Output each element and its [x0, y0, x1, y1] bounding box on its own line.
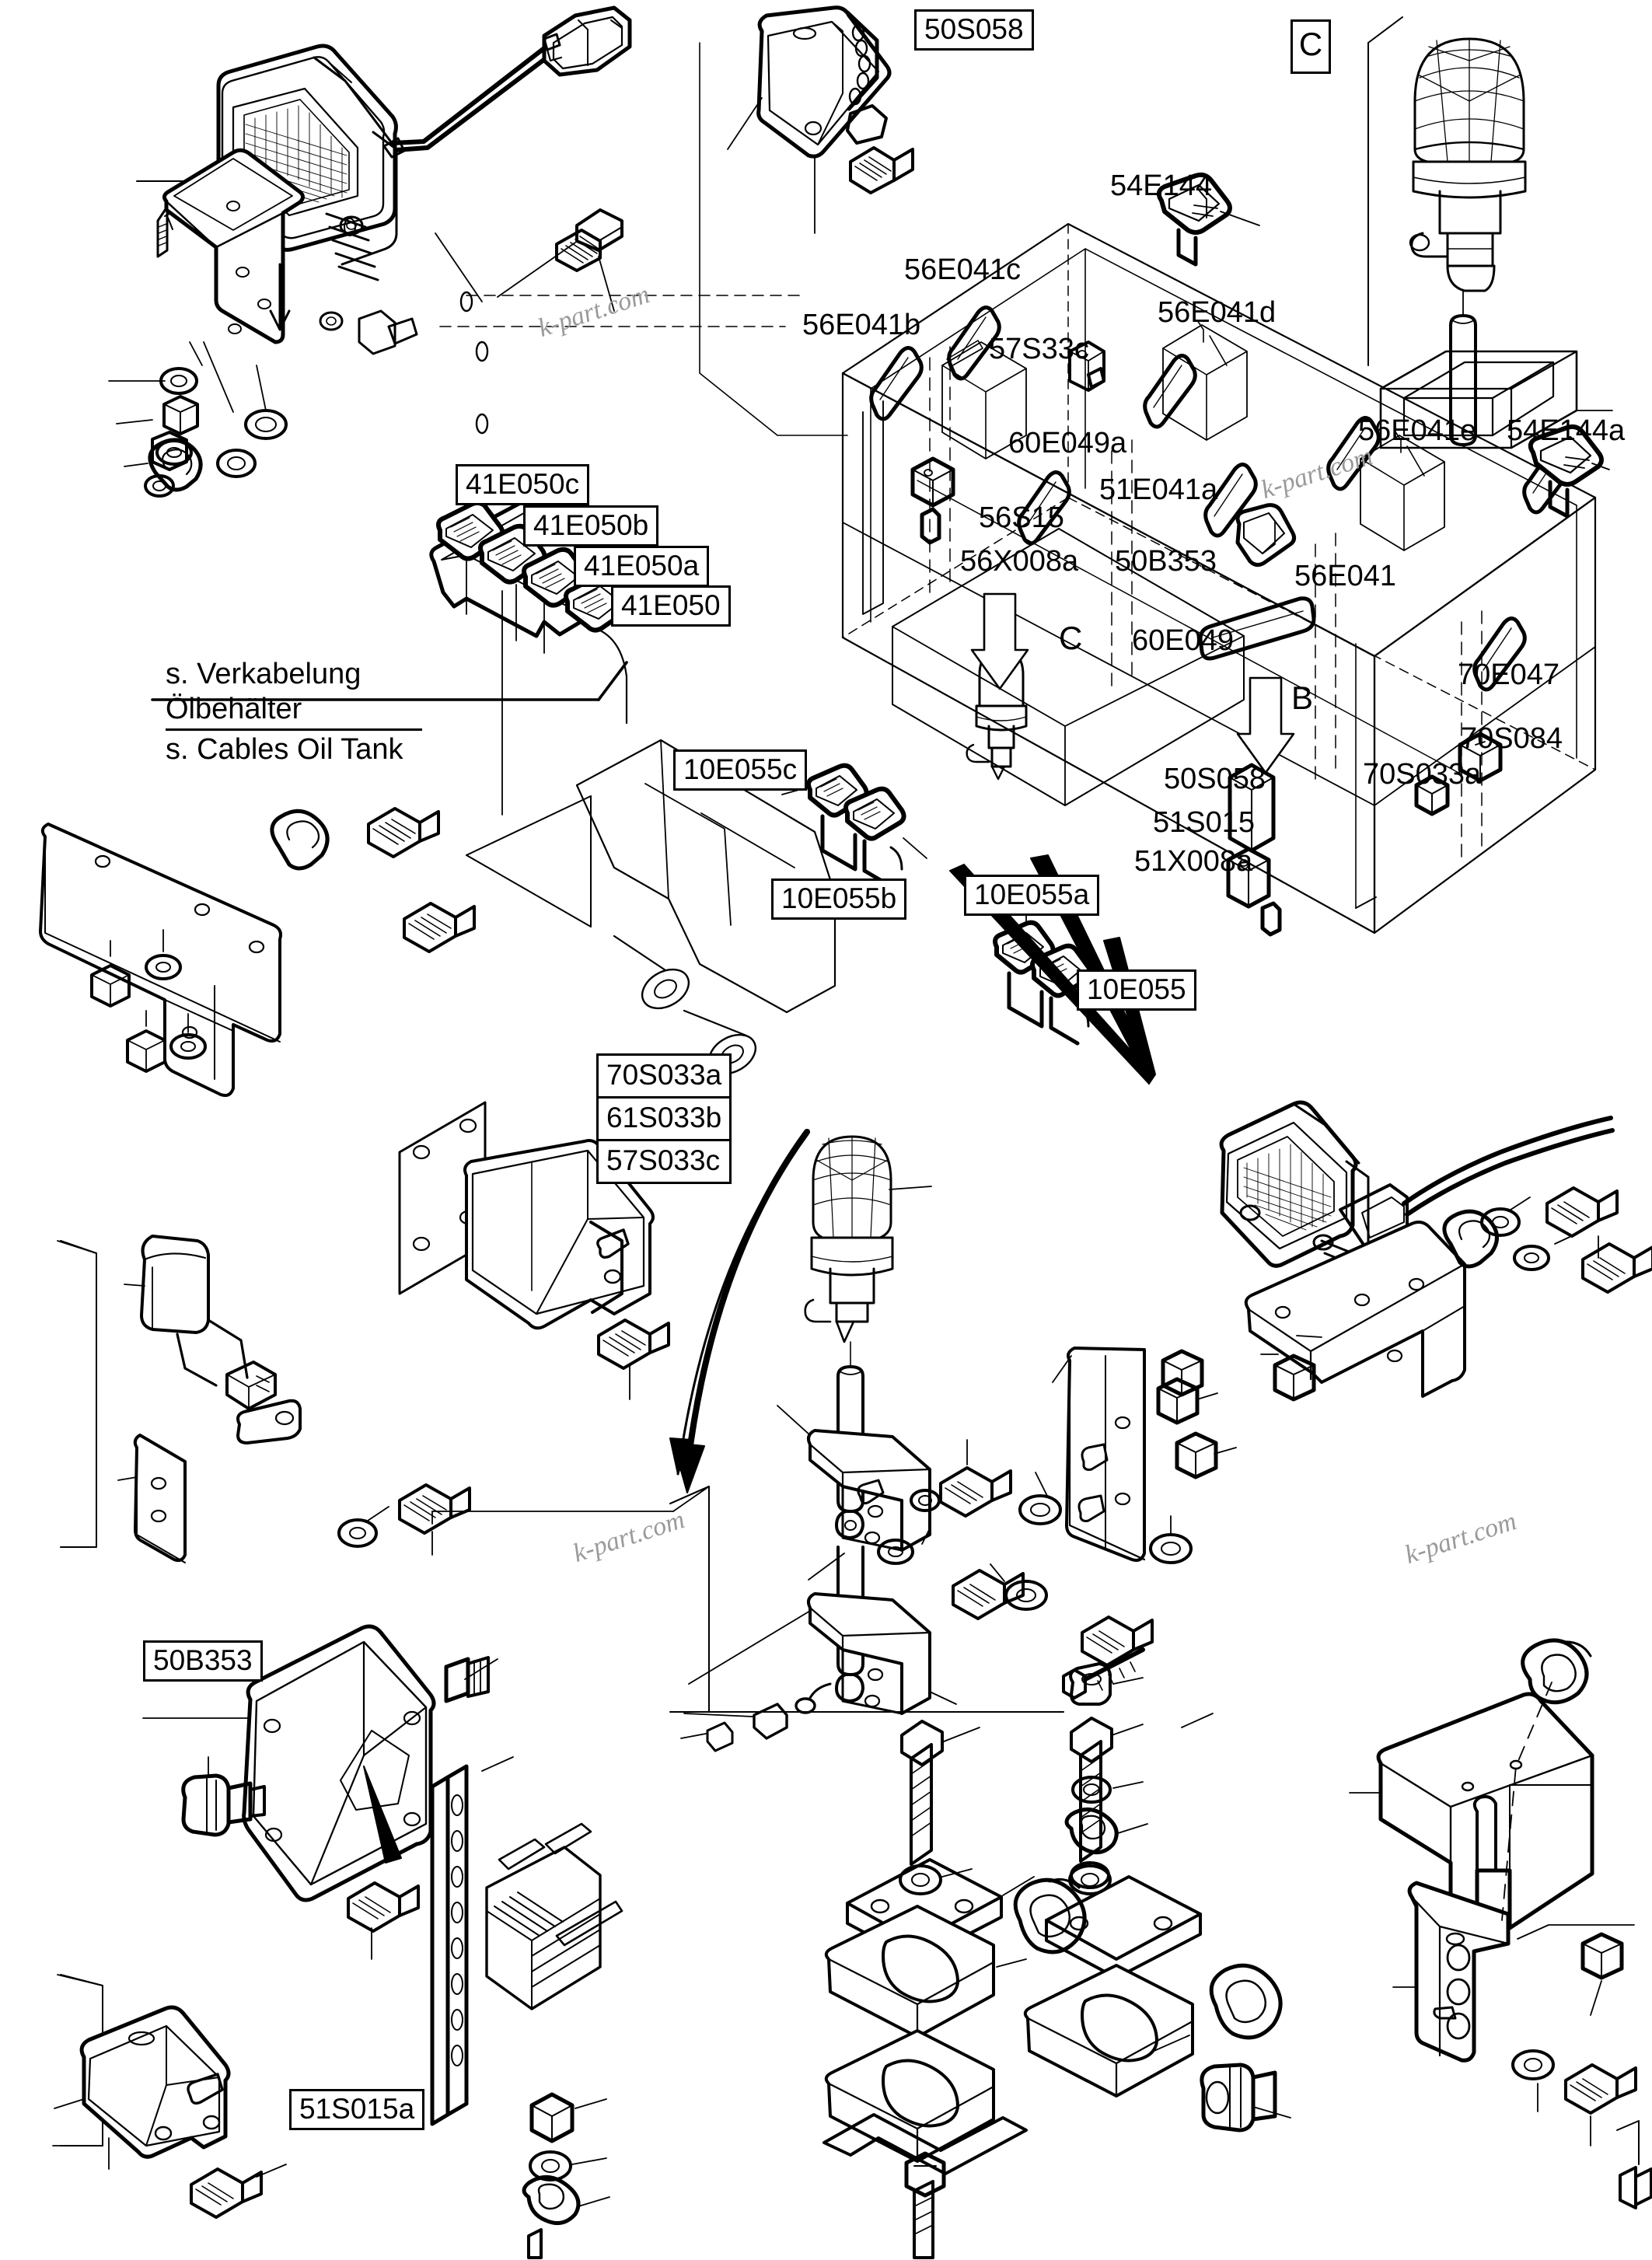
section-marker-c-center: C	[1059, 622, 1082, 655]
part-callout-60E049a: 60E049a	[1008, 427, 1127, 459]
mounting-rail-mid-left	[39, 807, 476, 1097]
part-number-text: 50S058	[924, 13, 1024, 45]
part-label-50S058-top[interactable]: 50S058	[914, 9, 1034, 51]
note-line-en: s. Cables Oil Tank	[166, 732, 403, 766]
part-label-10E055c[interactable]: 10E055c	[673, 749, 808, 791]
part-callout-54E144a: 54E144a	[1507, 414, 1626, 447]
part-callout-70S033a: 70S033a	[1363, 758, 1482, 791]
part-callout-54E144: 54E144	[1110, 169, 1213, 202]
relay-box-50S058	[699, 5, 914, 436]
part-callout-51S015: 51S015	[1153, 806, 1256, 839]
note-line-de-1: s. Verkabelung	[166, 658, 361, 690]
beacon-bracket-center	[669, 1135, 1064, 1752]
part-callout-56E041c: 56E041c	[904, 253, 1022, 286]
marker-text: B	[1291, 679, 1314, 716]
marker-text: C	[1298, 26, 1323, 62]
part-callout-70S084: 70S084	[1461, 722, 1563, 755]
part-number-text: 10E055c	[683, 753, 798, 785]
part-number-text: 10E055	[1087, 973, 1186, 1005]
part-number-text: 50B353	[153, 1644, 253, 1676]
part-label-41E050c[interactable]: 41E050c	[456, 464, 590, 505]
part-callout-56E041e: 56E041e	[1358, 414, 1477, 447]
part-label-41E050b[interactable]: 41E050b	[523, 505, 659, 547]
note-line-de-2: Ölbehälter	[166, 692, 302, 725]
section-marker-c-top-right[interactable]: C	[1291, 19, 1331, 74]
part-callout-56S15: 56S15	[979, 501, 1064, 534]
part-label-10E055b[interactable]: 10E055b	[771, 879, 907, 920]
gland-bolt-bottom-left	[522, 2092, 946, 2259]
clamp-hardware-bottom-center	[823, 1662, 1283, 2175]
rotating-beacon-top-right	[1367, 16, 1613, 449]
control-box-mid-left	[398, 1101, 670, 1400]
marker-text: C	[1059, 620, 1083, 656]
part-callout-70E047: 70E047	[1458, 658, 1560, 691]
work-lamp-top-left	[108, 5, 802, 498]
part-callout-60E049: 60E049	[1132, 624, 1235, 657]
part-number-text: 51S015a	[299, 2093, 415, 2125]
part-label-10E055[interactable]: 10E055	[1077, 969, 1196, 1011]
part-label-stack-033[interactable]: 70S033a 61S033b 57S033c	[596, 1053, 732, 1184]
part-callout-56E041: 56E041	[1294, 560, 1397, 592]
part-number-text: 41E050b	[533, 509, 649, 541]
part-number-61S033b: 61S033b	[599, 1099, 730, 1141]
note-cables-oil-tank: s. Verkabelung Ölbehälter s. Cables Oil …	[166, 657, 422, 767]
part-callout-50B353: 50B353	[1115, 545, 1217, 578]
junction-box-50B353	[142, 1624, 623, 2126]
part-label-41E050[interactable]: 41E050	[611, 585, 731, 627]
part-number-70S033a: 70S033a	[599, 1056, 730, 1099]
machine-hood-frame	[466, 222, 1597, 1075]
work-lamp-right	[1161, 1100, 1652, 1402]
relay-51S015a	[54, 2005, 287, 2219]
part-number-text: 41E050	[621, 589, 721, 621]
part-label-50B353-box[interactable]: 50B353	[143, 1640, 263, 1682]
part-callout-50S058: 50S058	[1164, 763, 1266, 795]
part-number-text: 10E055a	[974, 879, 1090, 910]
section-marker-b-center: B	[1291, 682, 1313, 714]
part-label-51S015a[interactable]: 51S015a	[289, 2089, 425, 2130]
cover-bracket-bottom-right	[1200, 1638, 1652, 2209]
mount-plate-center-right	[952, 1347, 1237, 1699]
part-callout-51E041a: 51E041a	[1099, 473, 1218, 506]
note-divider	[166, 728, 422, 731]
part-number-text: 10E055b	[781, 882, 897, 914]
part-number-text: 41E050a	[584, 550, 700, 582]
part-callout-56X008a: 56X008a	[960, 545, 1079, 578]
part-label-10E055a[interactable]: 10E055a	[964, 875, 1100, 916]
part-callout-56E041d: 56E041d	[1158, 296, 1277, 329]
part-label-41E050a[interactable]: 41E050a	[574, 546, 710, 587]
part-callout-57S33c: 57S33c	[989, 333, 1089, 365]
part-number-57S033c: 57S033c	[606, 1144, 721, 1176]
part-callout-56E041b: 56E041b	[802, 309, 921, 341]
part-number-text: 41E050c	[466, 468, 580, 500]
frame-switches	[910, 172, 1610, 937]
part-callout-51X008a: 51X008a	[1134, 845, 1253, 878]
